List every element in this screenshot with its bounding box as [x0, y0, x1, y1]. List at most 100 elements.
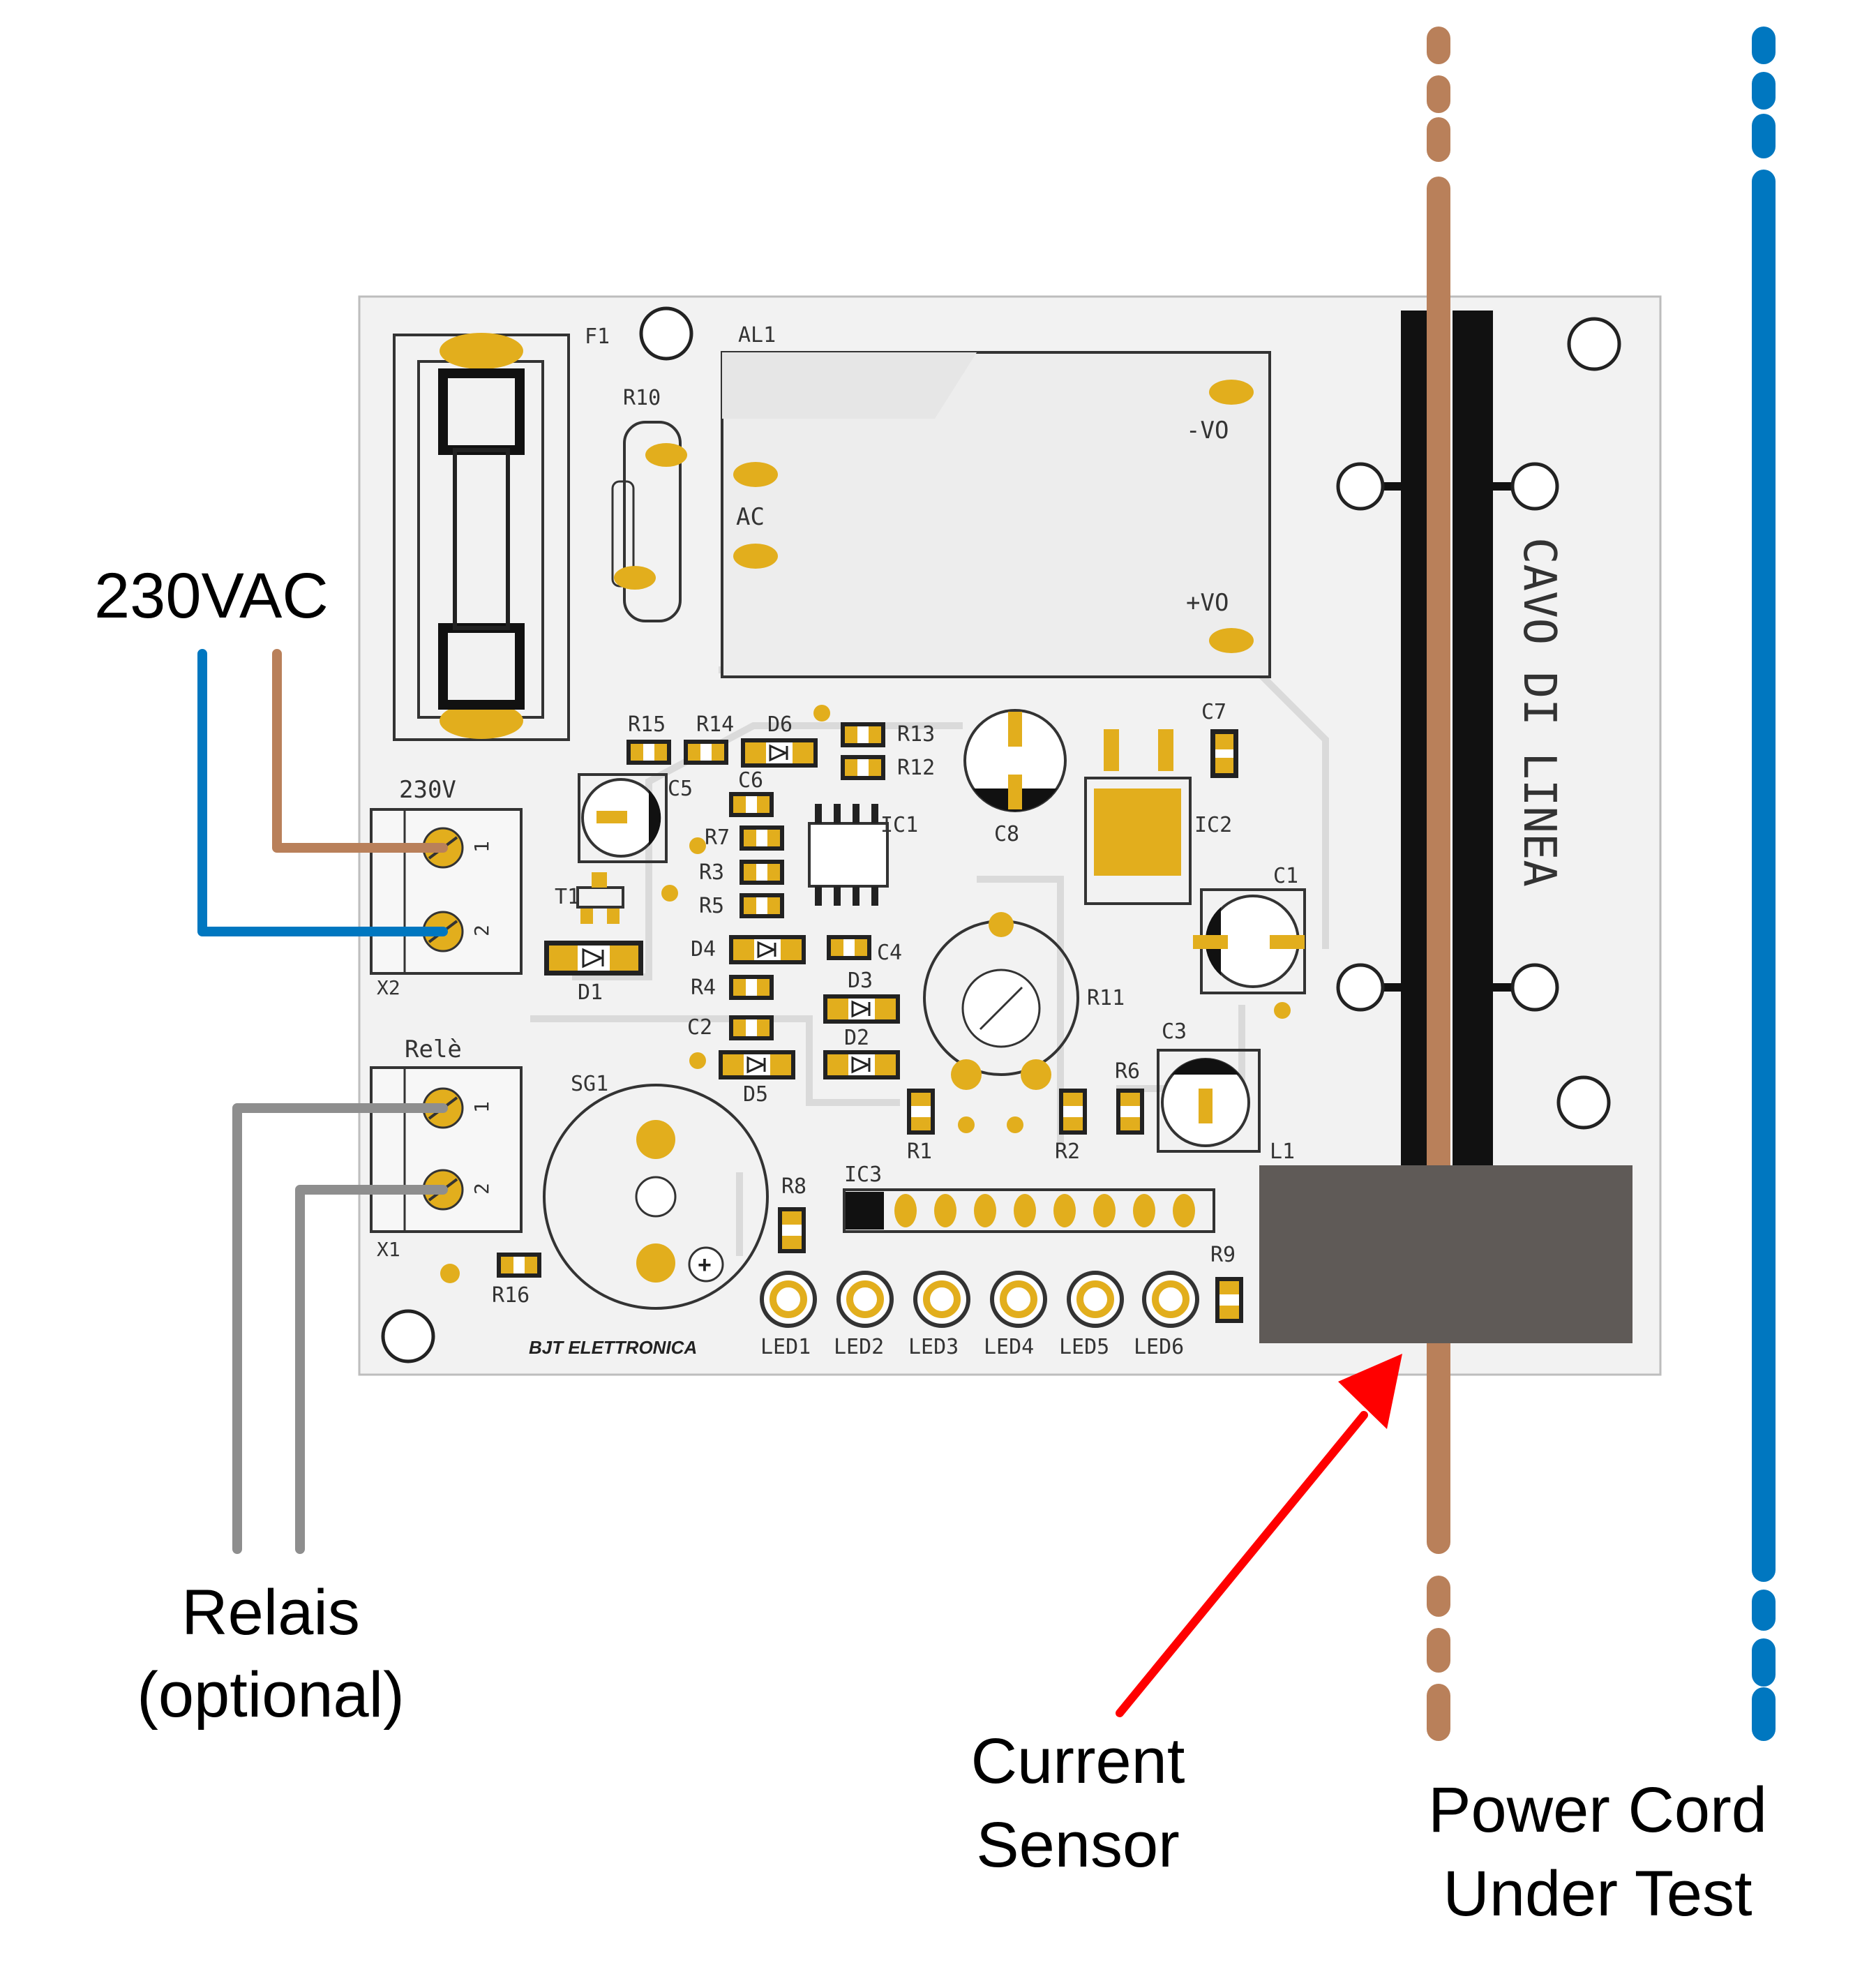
led4-label: LED4: [984, 1335, 1034, 1359]
r7: [740, 825, 784, 851]
mounting-hole: [639, 306, 693, 361]
r13: [841, 722, 885, 747]
sensor-label-line2: Sensor: [976, 1809, 1180, 1881]
sensor-label-line1: Current: [971, 1726, 1185, 1797]
d5-label: D5: [743, 1082, 768, 1107]
mounting-hole: [1556, 1075, 1611, 1130]
terminal-x1: Relè X1 1 2: [370, 1036, 523, 1261]
plus-icon: +: [698, 1252, 712, 1278]
capacitor-c7: C7: [1201, 700, 1238, 778]
r1-label: R1: [907, 1139, 932, 1164]
r3-label: R3: [699, 860, 724, 885]
cord-label-line2: Under Test: [1443, 1858, 1752, 1929]
r9-label: R9: [1210, 1243, 1236, 1267]
r14-label: R14: [696, 712, 734, 737]
capacitor-c3: C3 L1: [1157, 1019, 1295, 1164]
t1: [576, 872, 624, 924]
c5-label: C5: [668, 777, 693, 801]
d4-label: D4: [691, 937, 716, 962]
c4-label: C4: [877, 941, 902, 965]
r2: [1059, 1089, 1087, 1135]
power-module-al1: AL1 AC -VO +VO: [721, 323, 1271, 678]
buzzer-label: SG1: [571, 1072, 608, 1096]
capacitor-c5: C5: [578, 773, 693, 863]
led4: [990, 1271, 1047, 1328]
d3-label: D3: [848, 969, 873, 993]
led3-label: LED3: [908, 1335, 959, 1359]
r12: [841, 755, 885, 780]
ic1-label: IC1: [880, 813, 918, 837]
terminal-230-label: 230V: [399, 776, 456, 804]
x2-pin2: 2: [470, 925, 493, 936]
led1-label: LED1: [760, 1335, 811, 1359]
brand-logo: BJT ELETTRONICA: [529, 1337, 697, 1358]
led5: [1067, 1271, 1124, 1328]
r16: [497, 1253, 541, 1278]
trimmer-r11: R11: [923, 912, 1125, 1090]
relay-label-line2: (optional): [137, 1659, 405, 1731]
d3: [823, 994, 900, 1024]
led6-label: LED6: [1134, 1335, 1184, 1359]
smd-resistors: [497, 722, 1243, 1323]
d2-label: D2: [844, 1026, 869, 1050]
ic1: IC1: [808, 804, 918, 906]
d2: [823, 1050, 900, 1079]
r15-label: R15: [628, 712, 666, 737]
silk-labels: R15 R14 D6 R13 R12 C6 R7 R3 R5 D4 C4 R4 …: [492, 712, 1236, 1358]
module-neg-label: -VO: [1186, 417, 1229, 444]
module-label: AL1: [738, 323, 776, 347]
capacitor-c8: C8: [963, 709, 1067, 846]
terminal-230-id: X2: [377, 976, 400, 999]
r8: [778, 1207, 806, 1253]
r2-label: R2: [1055, 1139, 1080, 1164]
cord-label-line1: Power Cord: [1428, 1774, 1767, 1846]
c1-label: C1: [1273, 864, 1298, 888]
led2: [836, 1271, 894, 1328]
r9: [1215, 1277, 1243, 1323]
c2: [729, 1015, 774, 1040]
resistor-r10: R10: [611, 386, 687, 622]
module-ac-label: AC: [736, 503, 765, 531]
r3: [740, 860, 784, 885]
terminal-relay-label: Relè: [405, 1036, 462, 1063]
d6-label: D6: [767, 712, 793, 737]
t1-label: T1: [555, 885, 580, 909]
relay-wire-2: [295, 1185, 448, 1554]
led1: [760, 1271, 817, 1328]
d4: [729, 935, 806, 964]
current-sensor: [1259, 1165, 1632, 1343]
mounting-hole: [1567, 317, 1621, 371]
smd-diodes: [544, 738, 900, 1079]
x1-pin2: 2: [470, 1183, 493, 1195]
terminal-relay-id: X1: [377, 1238, 400, 1261]
c4: [827, 935, 871, 960]
terminal-x2: 230V X2 1 2: [370, 776, 523, 999]
r8-label: R8: [781, 1174, 806, 1199]
r5-label: R5: [699, 894, 724, 918]
fuse-f1: F1: [393, 324, 610, 741]
mains-label: 230VAC: [94, 560, 329, 631]
mains-brown-wire: [272, 649, 448, 853]
r16-label: R16: [492, 1283, 530, 1308]
d1-label: D1: [578, 980, 603, 1005]
led5-label: LED5: [1059, 1335, 1109, 1359]
c6-label: C6: [738, 768, 763, 793]
capacitor-c1: C1: [1193, 864, 1306, 994]
ic3-label: IC3: [844, 1163, 882, 1187]
d6: [741, 738, 818, 768]
vias: [440, 705, 1291, 1283]
r4: [729, 975, 774, 1000]
d1: [544, 941, 643, 976]
r4-label: R4: [691, 976, 716, 1000]
c3-label: C3: [1162, 1019, 1187, 1044]
led3: [913, 1271, 970, 1328]
x2-pin1: 1: [470, 841, 493, 853]
r6: [1116, 1089, 1144, 1135]
r14: [684, 740, 728, 765]
c8-label: C8: [994, 822, 1019, 846]
mounting-holes: [381, 306, 1621, 1363]
c2-label: C2: [687, 1015, 712, 1040]
led-row: LED1 LED2 LED3 LED4 LED5 LED6: [760, 1271, 1199, 1359]
relay-label-line1: Relais: [181, 1577, 360, 1648]
